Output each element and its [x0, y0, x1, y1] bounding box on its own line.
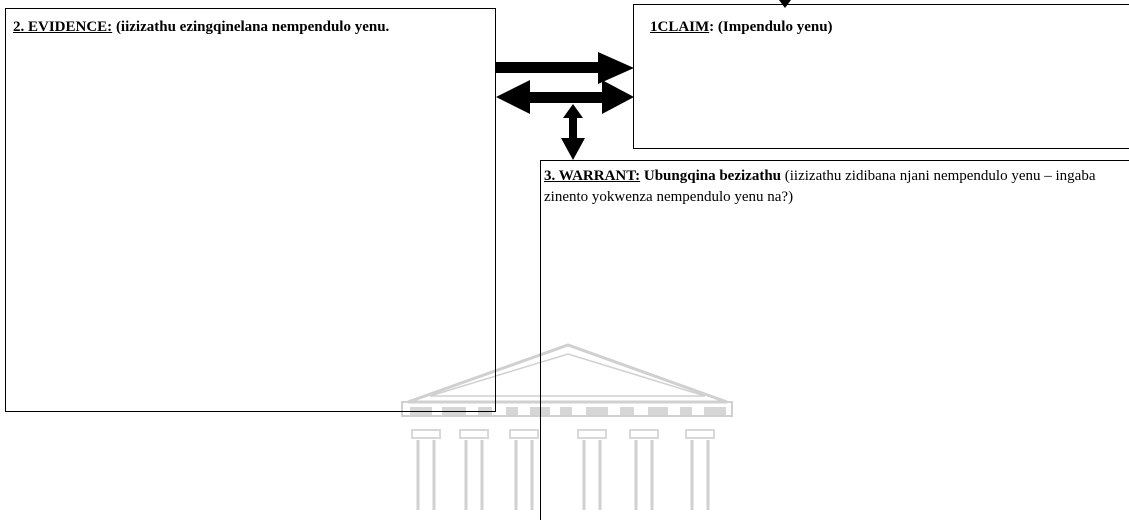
arrow-down-into-claim — [779, 0, 791, 8]
warrant-bold-text: Ubungqina bezizathu — [640, 168, 781, 184]
double-arrow-evidence-claim — [496, 80, 634, 114]
evidence-box: 2. EVIDENCE: (iizizathu ezingqinelana ne… — [5, 8, 496, 412]
claim-text: : (Impendulo yenu) — [709, 19, 833, 35]
claim-label: 1CLAIM — [650, 19, 710, 35]
evidence-label: 2. EVIDENCE: — [13, 19, 113, 35]
arrow-evidence-to-claim — [496, 52, 634, 84]
double-arrow-to-warrant — [561, 104, 585, 160]
warrant-label: 3. WARRANT: — [544, 168, 641, 184]
warrant-text: (iizizathu zidibana njani nempendulo yen… — [544, 168, 1096, 205]
claim-box: 1CLAIM: (Impendulo yenu) — [633, 4, 1129, 149]
evidence-text: (iizizathu ezingqinelana nempendulo yenu… — [112, 19, 390, 35]
warrant-box: 3. WARRANT: Ubungqina bezizathu (iizizat… — [540, 160, 1129, 520]
